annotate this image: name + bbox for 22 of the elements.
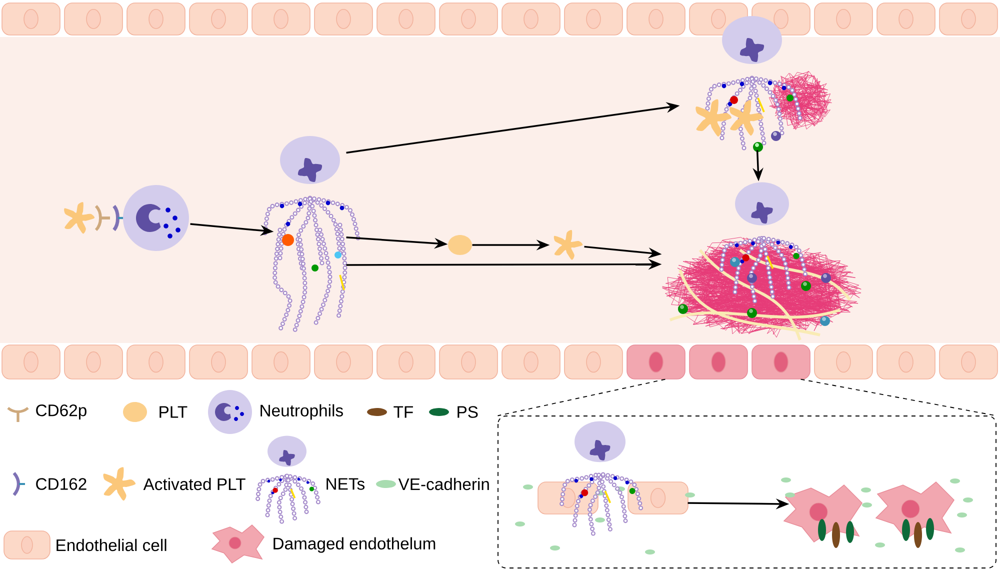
neutrophil-platelet-drawing: [64, 185, 189, 251]
damaged-endothelium-drawing: [781, 478, 973, 552]
inset-frame: [498, 416, 996, 568]
magnification-line: [497, 378, 666, 416]
legend-text: Activated PLT: [143, 478, 246, 490]
legend-text: Neutrophils: [260, 404, 343, 420]
legend-text: VE-cadherin: [398, 478, 489, 490]
thrombus-drawing: [662, 182, 862, 341]
legend-text: PS: [458, 406, 478, 418]
net-endothelium-drawing: [515, 421, 695, 554]
legend-text: NETs: [326, 478, 364, 490]
legend-text: Endothelial cell: [56, 538, 166, 552]
legend-text: CD62p: [36, 404, 86, 420]
legend-text: CD162: [36, 478, 86, 490]
net-platelet-drawing: [696, 16, 832, 152]
platelet-icon: [448, 235, 472, 255]
legend-text: TF: [394, 406, 413, 418]
legend-text: PLT: [160, 406, 188, 418]
damaged-endothelial-cells: [626, 344, 810, 380]
legend-text: Damaged endothelum: [274, 537, 436, 553]
activated-platelet-icon: [554, 230, 583, 260]
net-drawing: [262, 136, 360, 332]
